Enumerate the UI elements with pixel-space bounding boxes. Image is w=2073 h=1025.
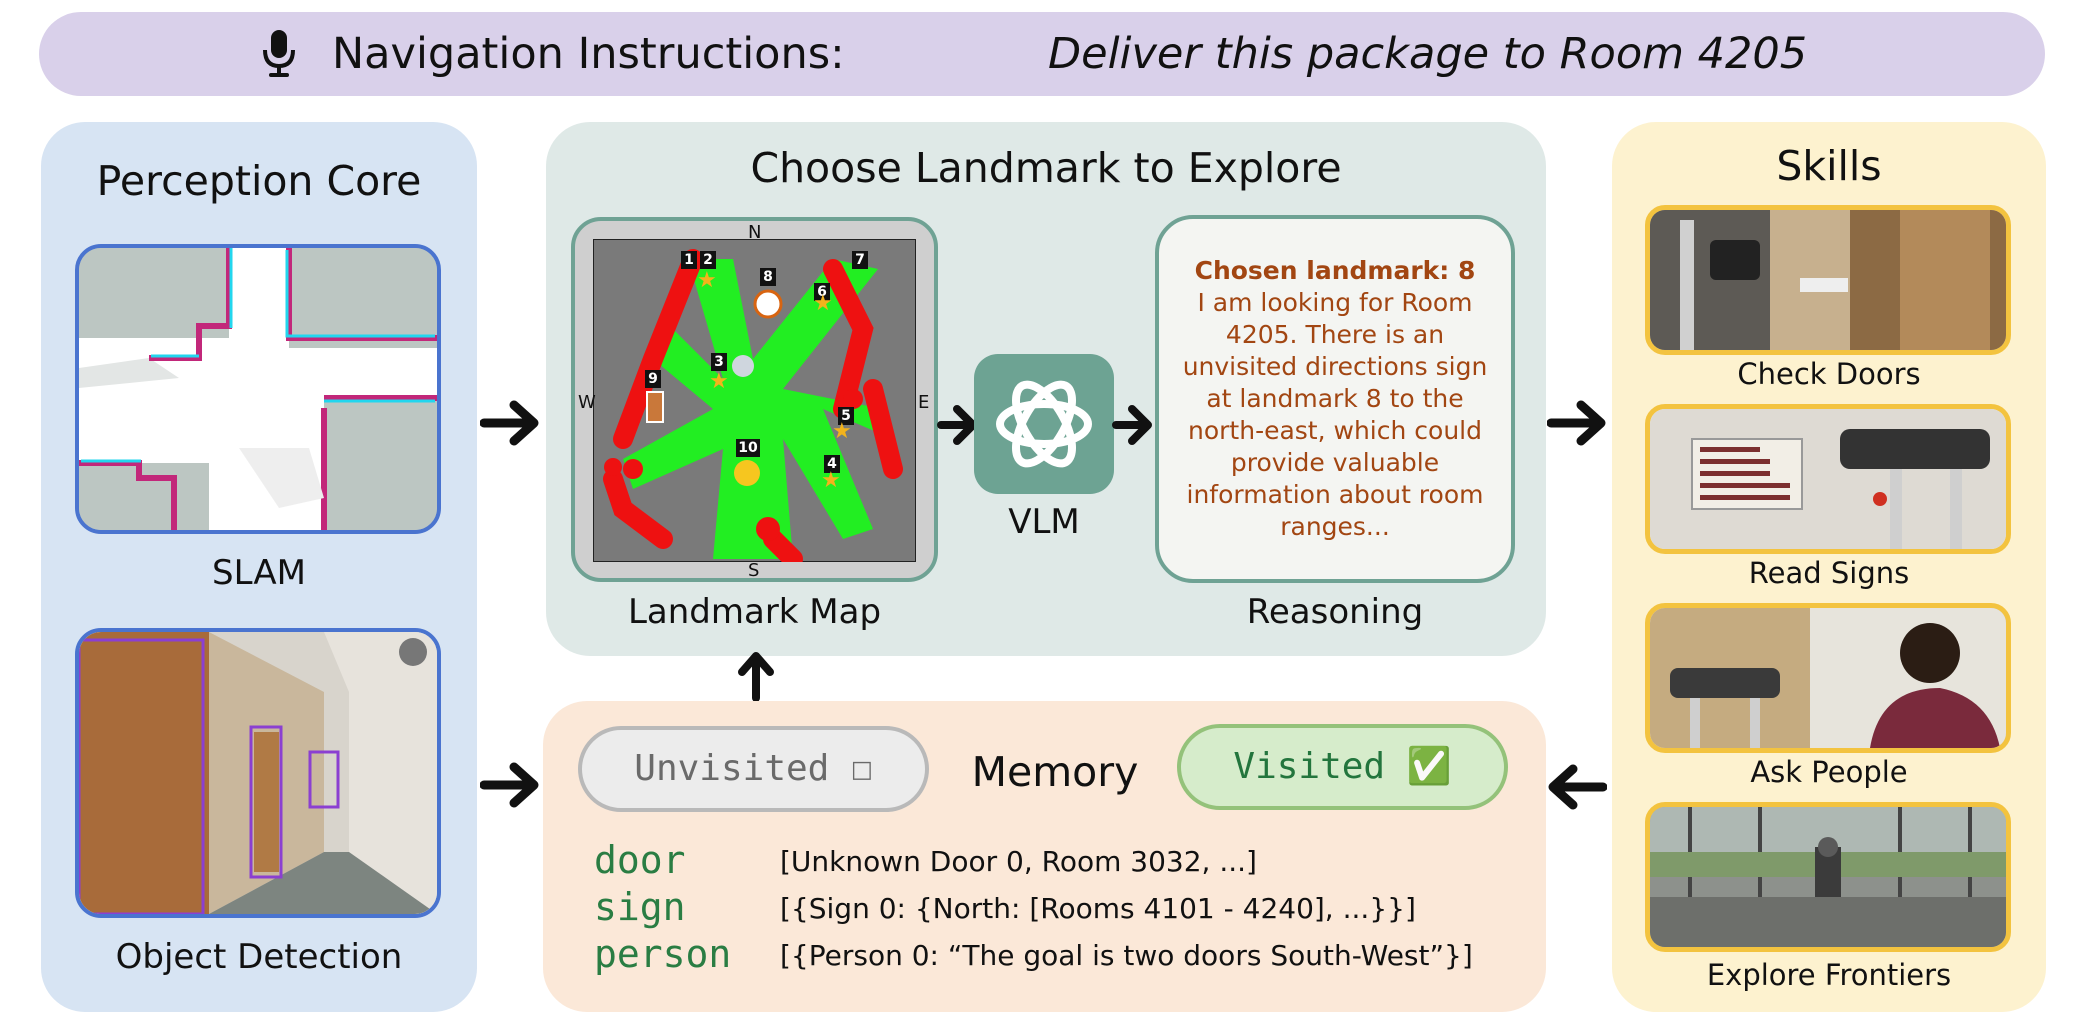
landmark-badge: 9 [645, 370, 661, 388]
choose-landmark-title: Choose Landmark to Explore [750, 144, 1342, 192]
navigation-instructions-label: Navigation Instructions: [332, 29, 845, 79]
memory-value-sign: [{Sign 0: {North: [Rooms 4101 - 4240], .… [780, 892, 1416, 925]
instruction-banner [39, 12, 2045, 96]
arrow-left-icon [1548, 764, 1607, 810]
object-detection-label: Object Detection [115, 937, 403, 977]
landmark-badge: 3 [711, 353, 727, 371]
landmark-badge: 8 [760, 268, 776, 286]
navigation-instruction-text: Deliver this package to Room 4205 [1048, 29, 1808, 79]
memory-value-person: [{Person 0: “The goal is two doors South… [780, 939, 1473, 972]
star-icon: ★ [813, 291, 833, 316]
landmark-badge: 10 [736, 439, 760, 457]
skill-label-check-doors: Check Doors [1737, 357, 1921, 391]
memory-value-door: [Unknown Door 0, Room 3032, ...] [780, 845, 1257, 878]
arrow-up-icon [738, 652, 774, 702]
landmark-badge: 1 [681, 251, 697, 269]
memory-title: Memory [971, 748, 1139, 796]
vlm-icon [974, 354, 1114, 494]
ask-people-image [1645, 603, 2011, 753]
landmark-badge: 7 [852, 251, 868, 269]
microphone-icon [262, 30, 296, 78]
perception-core-title: Perception Core [96, 157, 422, 205]
memory-key-door: door [594, 838, 686, 882]
skill-label-ask-people: Ask People [1750, 755, 1908, 789]
memory-key-person: person [594, 932, 732, 976]
skills-title: Skills [1776, 142, 1882, 190]
arrow-right-icon [480, 400, 539, 446]
unvisited-pill: Unvisited ☐ [578, 726, 929, 812]
star-icon: ★ [821, 468, 841, 493]
read-signs-image [1645, 404, 2011, 554]
slam-map-image [75, 244, 441, 534]
arrow-right-icon [1547, 400, 1606, 446]
vlm-label: VLM [1008, 502, 1080, 542]
landmark-markers: ★ ★ ★ ★ ★ [697, 268, 852, 493]
landmark-badge: 4 [824, 455, 840, 473]
compass-north: N [748, 222, 762, 243]
star-icon: ★ [697, 268, 717, 293]
landmark-map-label: Landmark Map [627, 592, 882, 632]
skill-label-read-signs: Read Signs [1748, 556, 1910, 590]
landmark-badge: 2 [700, 251, 716, 269]
arrow-right-icon [480, 762, 539, 808]
star-icon: ★ [832, 419, 852, 444]
star-icon: ★ [709, 369, 729, 394]
reasoning-label: Reasoning [1246, 592, 1424, 632]
reasoning-box: Chosen landmark: 8 I am looking for Room… [1155, 215, 1515, 583]
check-doors-image [1645, 205, 2011, 355]
smiley-icon [734, 460, 760, 486]
memory-key-sign: sign [594, 885, 686, 929]
door-icon [646, 391, 664, 423]
compass-south: S [748, 560, 760, 581]
landmark-badge: 5 [838, 407, 854, 425]
compass-west: W [578, 392, 596, 413]
reasoning-text: I am looking for Room 4205. There is an … [1182, 288, 1488, 541]
robot-icon [732, 355, 754, 377]
arrow-right-icon [1112, 405, 1152, 445]
arrow-right-icon [937, 405, 977, 445]
compass-icon [753, 289, 783, 319]
compass-east: E [918, 392, 930, 413]
object-detection-image [75, 628, 441, 918]
landmark-badge: 6 [814, 283, 830, 301]
skill-label-explore-frontiers: Explore Frontiers [1706, 958, 1952, 992]
reasoning-heading: Chosen landmark: 8 [1194, 256, 1476, 285]
slam-label: SLAM [212, 553, 306, 593]
explore-frontiers-image [1645, 802, 2011, 952]
visited-pill: Visited ✅ [1177, 724, 1508, 810]
